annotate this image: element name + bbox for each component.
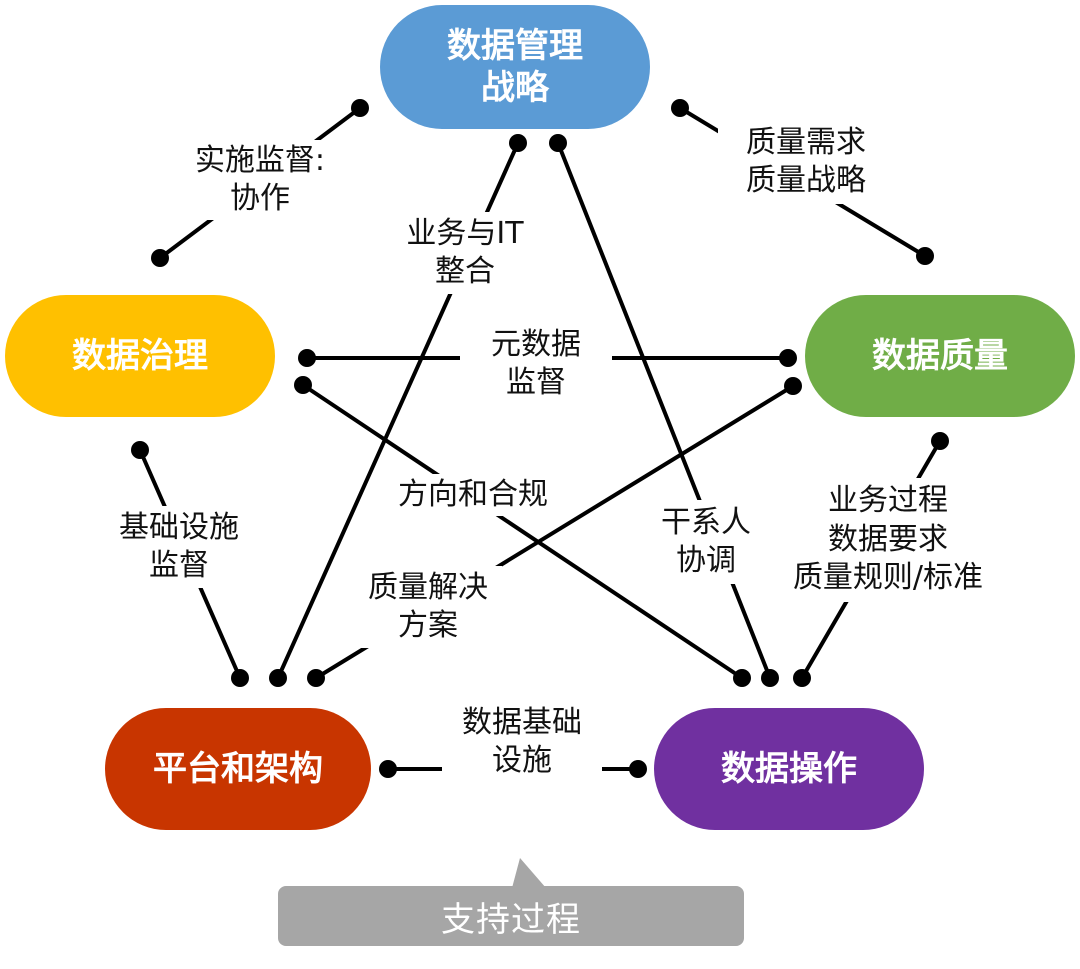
node-data-quality: 数据质量	[805, 295, 1075, 417]
supporting-process-callout: 支持过程	[278, 886, 744, 946]
endpoint-dot	[784, 377, 802, 395]
endpoint-dot	[379, 760, 397, 778]
endpoint-dot	[151, 249, 169, 267]
node-data-operations: 数据操作	[654, 708, 924, 830]
connector-strategy-operations	[556, 141, 772, 680]
endpoint-dot	[931, 432, 949, 450]
label-infrastructure-oversight: 基础设施 监督	[106, 506, 252, 588]
node-data-management-strategy: 数据管理 战略	[380, 5, 650, 129]
node-platform-architecture: 平台和架构	[105, 708, 371, 830]
label-stakeholder-coordination: 干系人 协调	[650, 500, 762, 584]
connector-governance-operations	[301, 383, 744, 680]
label-business-it-integration: 业务与IT 整合	[392, 212, 538, 294]
label-quality-solution: 质量解决 方案	[354, 566, 502, 648]
endpoint-dot	[733, 669, 751, 687]
node-label: 平台和架构	[153, 748, 323, 789]
endpoint-dot	[779, 349, 797, 367]
endpoint-dot	[629, 760, 647, 778]
node-label: 数据操作	[721, 748, 857, 789]
endpoint-dot	[307, 669, 325, 687]
label-data-infrastructure: 数据基础 设施	[442, 700, 602, 784]
label-exec-oversight: 实施监督: 协作	[180, 140, 340, 220]
endpoint-dot	[549, 134, 567, 152]
endpoint-dot	[294, 376, 312, 394]
endpoint-dot	[509, 134, 527, 152]
node-label: 数据管理 战略	[447, 25, 583, 109]
endpoint-dot	[269, 669, 287, 687]
endpoint-dot	[671, 99, 689, 117]
label-direction-compliance: 方向和合规	[385, 474, 561, 516]
node-label: 数据质量	[872, 335, 1008, 376]
endpoint-dot	[351, 99, 369, 117]
endpoint-dot	[298, 349, 316, 367]
endpoint-dot	[793, 669, 811, 687]
node-data-governance: 数据治理	[5, 295, 275, 417]
node-label: 数据治理	[72, 335, 208, 376]
label-quality-requirements: 质量需求 质量战略	[718, 120, 894, 204]
label-process-requirements: 业务过程 数据要求 质量规则/标准	[762, 478, 1014, 602]
endpoint-dot	[231, 669, 249, 687]
endpoint-dot	[761, 669, 779, 687]
label-metadata-oversight: 元数据 监督	[460, 322, 612, 406]
endpoint-dot	[131, 441, 149, 459]
endpoint-dot	[916, 247, 934, 265]
